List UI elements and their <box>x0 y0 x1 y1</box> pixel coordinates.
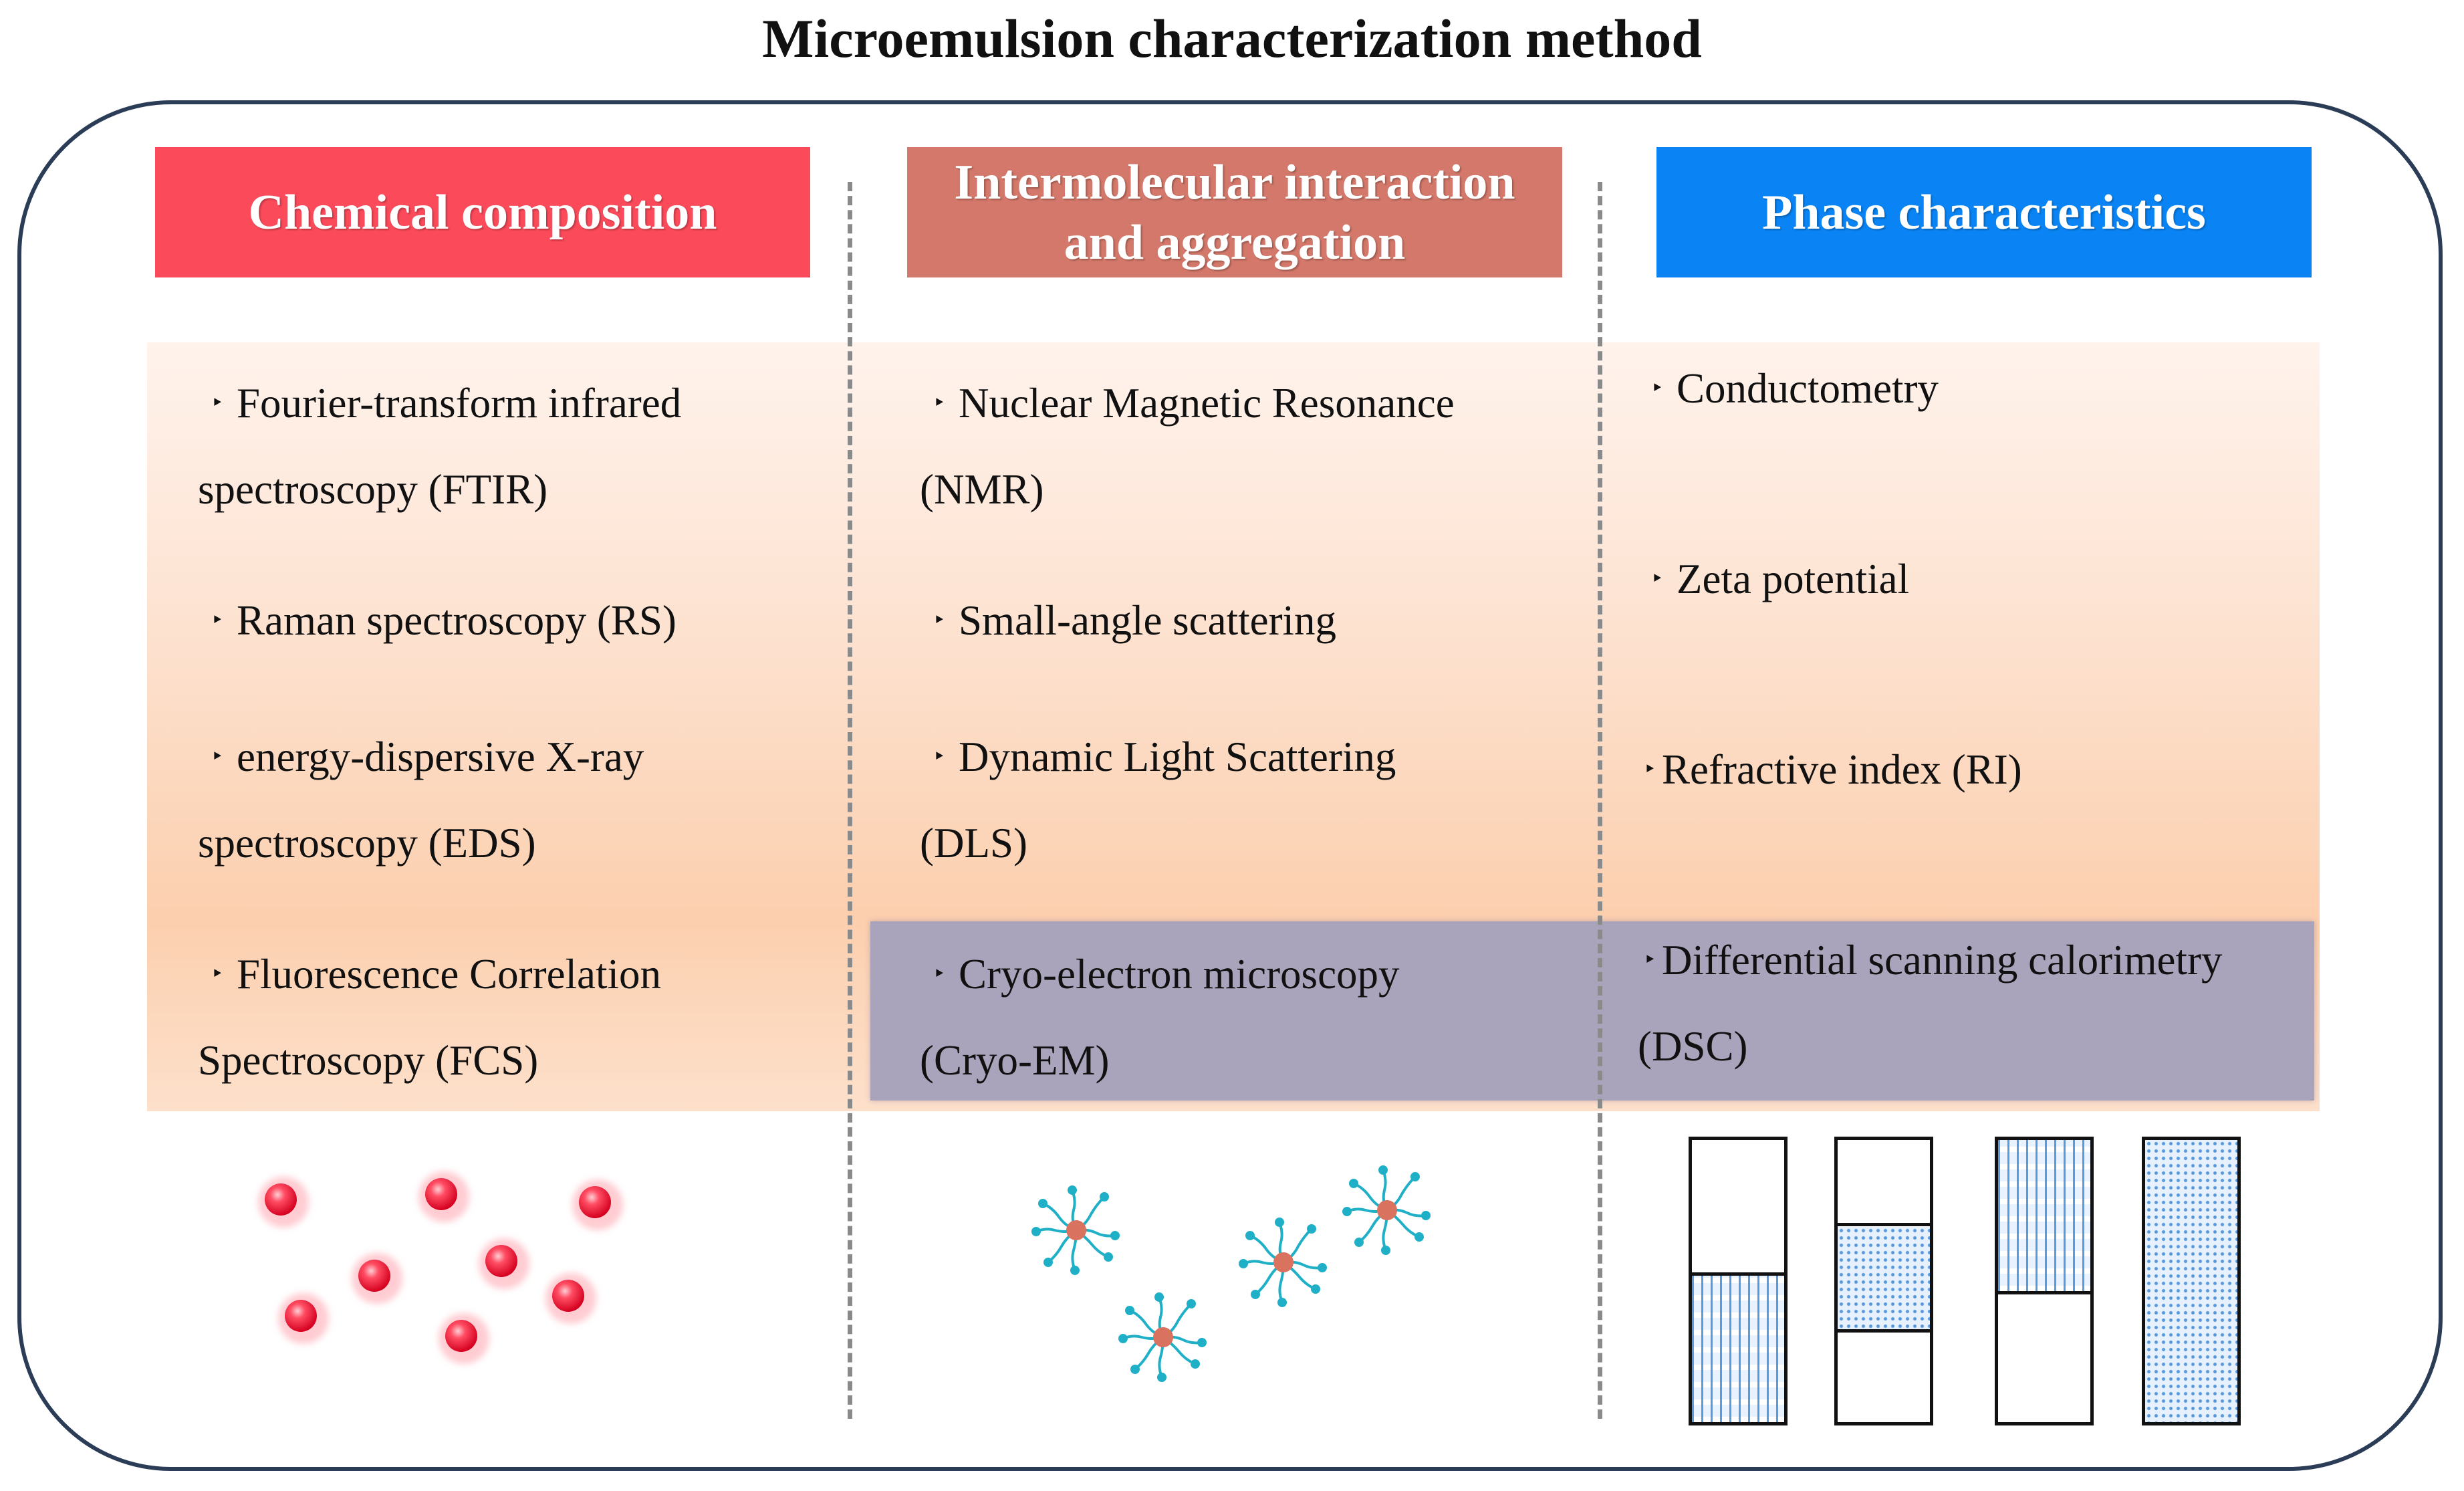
phase-tube <box>1995 1137 2094 1425</box>
droplet-icon <box>545 1273 596 1324</box>
header-phase-characteristics-label: Phase characteristics <box>1762 185 2206 240</box>
bullet-icon: ‣ <box>933 607 946 632</box>
column-divider-right <box>1598 182 1602 1419</box>
method-line1: Small-angle scattering <box>959 597 1337 644</box>
diagram-title: Microemulsion characterization method <box>762 8 1702 69</box>
method-line2: (DSC) <box>1638 1022 1748 1070</box>
droplets-illustration <box>258 1171 623 1364</box>
micelles-illustration <box>1030 1164 1432 1383</box>
method-line1: energy-dispersive X-ray <box>237 733 644 780</box>
droplet-icon <box>278 1293 329 1344</box>
method-line1: Fourier-transform infrared <box>237 380 682 427</box>
micelle-icon <box>1117 1291 1208 1383</box>
tube-interface <box>1838 1329 1930 1333</box>
tube-lower-phase <box>1692 1275 1784 1422</box>
method-item-rs: ‣ Raman spectroscopy (RS) <box>198 580 833 666</box>
tube-upper-phase <box>1998 1140 2090 1291</box>
header-interaction-line1: Intermolecular interaction <box>954 154 1515 210</box>
method-line1: Differential scanning calorimetry <box>1662 937 2223 984</box>
bullet-icon: ‣ <box>1650 375 1664 400</box>
method-line1: Refractive index (RI) <box>1662 746 2022 793</box>
bullet-icon: ‣ <box>933 390 946 415</box>
method-line1: Conductometry <box>1677 365 1939 412</box>
method-item-eds: ‣ energy-dispersive X-ray spectroscopy (E… <box>198 716 833 884</box>
droplet-icon <box>572 1179 623 1230</box>
method-line2: (DLS) <box>920 819 1027 867</box>
droplet-icon <box>258 1177 309 1228</box>
micelle-icon <box>1237 1216 1328 1308</box>
method-item-nmr: ‣ Nuclear Magnetic Resonance (NMR) <box>920 362 1555 530</box>
method-line2: (NMR) <box>920 465 1044 513</box>
tube-single-phase <box>2145 1140 2237 1422</box>
method-item-fcs: ‣ Fluorescence Correlation Spectroscopy (… <box>198 933 833 1101</box>
header-intermolecular-interaction: Intermolecular interaction and aggregati… <box>907 147 1562 277</box>
method-item-ftir: ‣ Fourier-transform infrared spectroscopy… <box>198 362 833 530</box>
highlight-row <box>870 921 2314 1101</box>
header-chemical-composition-label: Chemical composition <box>248 185 717 240</box>
method-line2: Spectroscopy (FCS) <box>198 1036 539 1084</box>
bullet-icon: ‣ <box>211 607 224 632</box>
droplet-icon <box>418 1171 469 1222</box>
method-line2: spectroscopy (FTIR) <box>198 465 548 513</box>
bullet-icon: ‣ <box>1650 566 1664 590</box>
method-item-saxs: ‣ Small-angle scattering <box>920 580 1555 666</box>
method-line1: Fluorescence Correlation <box>237 951 662 998</box>
droplet-icon <box>439 1313 489 1364</box>
tube-middle-phase <box>1838 1227 1930 1331</box>
method-line1: Nuclear Magnetic Resonance <box>959 380 1455 427</box>
method-line2: (Cryo-EM) <box>920 1036 1110 1084</box>
bullet-icon: ‣ <box>211 743 224 768</box>
micelle-icon <box>1030 1184 1121 1276</box>
bullet-icon: ‣ <box>933 961 946 986</box>
header-chemical-composition: Chemical composition <box>155 147 810 277</box>
method-item-cryo-em: ‣ Cryo-electron microscopy (Cryo-EM) <box>920 933 1555 1101</box>
micelle-icon <box>1341 1164 1432 1256</box>
phase-tubes-illustration <box>1671 1123 2273 1425</box>
tube-interface <box>1998 1291 2090 1294</box>
tube-interface <box>1692 1272 1784 1276</box>
phase-tube <box>2142 1137 2241 1425</box>
header-interaction-line2: and aggregation <box>1064 215 1406 270</box>
bullet-icon: ‣ <box>1643 756 1656 781</box>
method-line1: Zeta potential <box>1677 556 1910 602</box>
method-line1: Dynamic Light Scattering <box>959 733 1396 780</box>
method-line2: spectroscopy (EDS) <box>198 819 536 867</box>
method-line1: Raman spectroscopy (RS) <box>237 597 676 644</box>
method-item-refractive-index: ‣Refractive index (RI) <box>1638 729 2273 815</box>
tube-interface <box>1838 1223 1930 1226</box>
header-phase-characteristics: Phase characteristics <box>1656 147 2312 277</box>
outer-frame <box>17 100 2443 1471</box>
phase-tube <box>1834 1137 1933 1425</box>
droplet-icon <box>479 1238 529 1289</box>
column-divider-left <box>848 182 852 1419</box>
method-item-dsc: ‣Differential scanning calorimetry (DSC) <box>1638 919 2313 1087</box>
method-item-zeta-potential: ‣ Zeta potential <box>1638 538 2273 624</box>
bullet-icon: ‣ <box>211 961 224 986</box>
bullet-icon: ‣ <box>211 390 224 415</box>
droplet-icon <box>352 1253 402 1304</box>
bullet-icon: ‣ <box>1643 947 1656 971</box>
bullet-icon: ‣ <box>933 743 946 768</box>
method-item-dls: ‣ Dynamic Light Scattering (DLS) <box>920 716 1555 884</box>
method-line1: Cryo-electron microscopy <box>959 951 1400 998</box>
phase-tube <box>1689 1137 1788 1425</box>
method-item-conductometry: ‣ Conductometry <box>1638 348 2273 434</box>
